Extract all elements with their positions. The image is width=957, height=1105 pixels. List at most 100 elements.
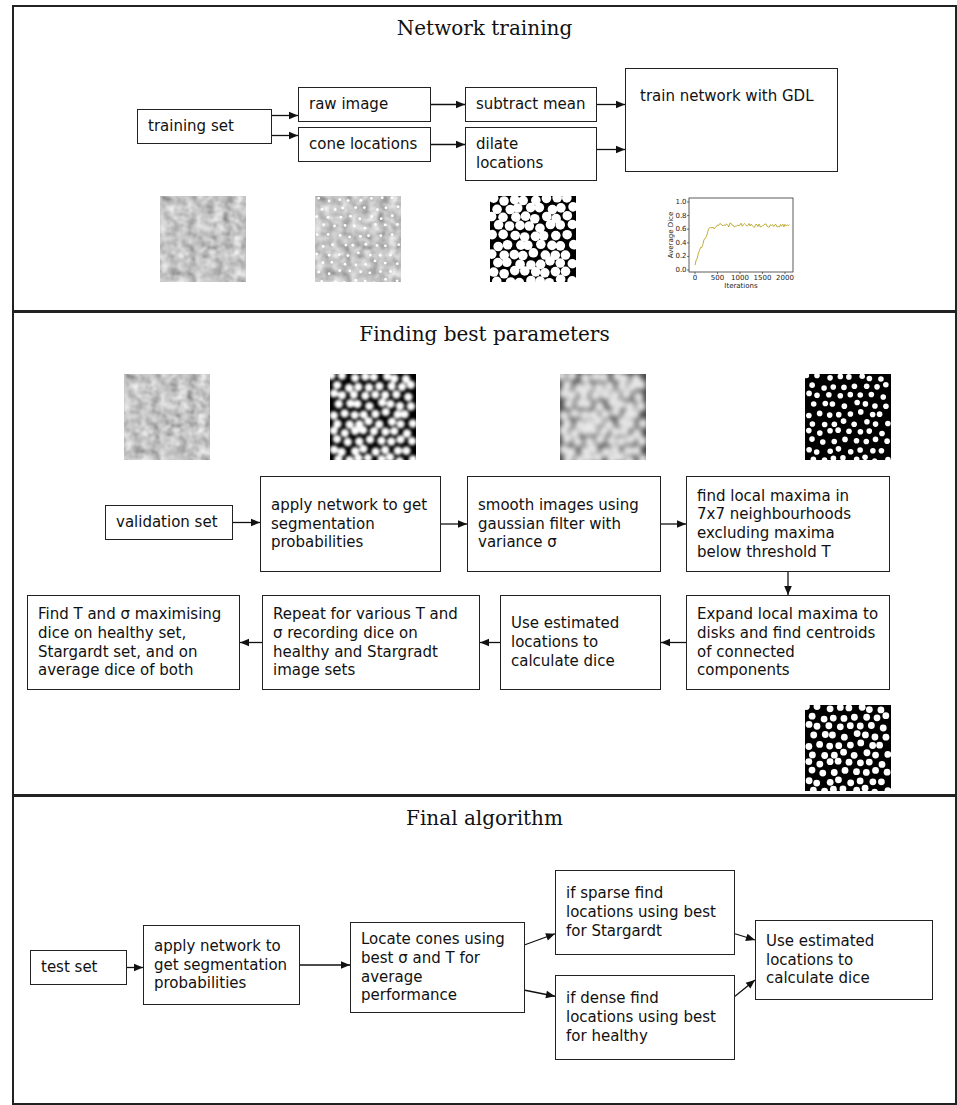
cone-dot [394,447,402,455]
cone-dot [364,227,367,230]
cone-dot [821,385,827,391]
micrograph-image [160,196,246,282]
cone-dot [594,401,604,411]
cone-dot [330,411,338,419]
cone-dot [884,751,891,758]
cone-dot [879,448,885,454]
cone-dot [835,742,842,749]
cone-dot [345,456,353,464]
cone-dot [857,392,863,398]
cone-dot [350,411,358,419]
cone-dot [385,206,388,209]
cone-dot [376,244,379,247]
arrowhead [545,933,555,940]
cone-dot [555,220,565,230]
box-text: if sparse find locations using best for … [566,884,724,940]
process-box: if sparse find locations using best for … [555,870,735,955]
tick-label: 0.6 [675,226,686,233]
cone-dot [562,193,572,203]
cone-dot [638,418,648,428]
tick-label: 1000 [731,275,749,282]
cone-dot [361,372,369,380]
noise-texture [124,374,210,460]
cone-dot [568,202,578,212]
section-panel: Final algorithmtest setapply network to … [12,795,957,1105]
arrowhead [456,141,465,149]
flow-arrow [784,572,792,595]
cone-dot [333,225,336,228]
cone-dot [842,403,848,409]
cone-dot [487,212,497,222]
image-ground [124,374,210,460]
cone-dot [821,752,828,759]
flow-arrow [431,141,465,149]
cone-dot [859,704,866,711]
cone-dot [397,205,400,208]
cone-dot [521,211,531,221]
cone-dot [810,421,816,427]
process-box: raw image [298,87,431,122]
cone-dot [515,221,525,231]
arrowhead [616,101,625,109]
tick-label: 0.4 [675,239,686,246]
process-box: cone locations [298,127,431,162]
cone-dot [369,254,372,257]
box-text: Locate cones using best σ and T for aver… [361,930,514,1005]
process-box: Expand local maxima to disks and find ce… [686,595,890,690]
flow-arrow [525,933,555,944]
cone-dot [379,270,382,273]
cone-dot [381,196,384,199]
cone-dot [636,401,646,411]
cone-dot [346,399,354,407]
noise-texture [160,196,246,282]
cone-dot [561,250,571,260]
cone-dot [556,203,566,213]
cone-dot [857,447,863,453]
cone-dot [330,389,338,397]
cone-dot [396,223,399,226]
flow-arrow [661,520,686,528]
cone-dot [806,777,813,784]
cone-dot [840,785,847,792]
cone-dot [874,714,881,721]
cone-dot [384,224,387,227]
box-text: test set [41,958,116,977]
cone-dot [338,371,346,379]
box-text: training set [148,117,261,136]
arrowhead [616,146,625,154]
cone-dot [835,427,841,433]
cone-dot [837,723,844,730]
tick-label: 1.0 [675,199,686,206]
cone-dot [814,373,820,379]
cone-dot [493,242,503,252]
arrowhead [240,639,249,647]
cone-dot [878,707,885,714]
cone-dot [831,752,838,759]
cone-dot [348,270,351,273]
cone-dot [328,272,331,275]
cone-dot [520,266,530,276]
cone-dot [857,723,864,730]
cone-dot [847,742,854,749]
cone-dot [502,257,512,267]
cone-dot [863,401,869,407]
cone-dot [373,281,376,284]
process-box: Use estimated locations to calculate dic… [755,920,933,1000]
cone-dot [869,392,875,398]
cone-dot [390,374,398,382]
cone-dot [582,399,592,409]
cone-dot [354,454,362,462]
box-text: dilate locations [476,135,586,173]
cone-dot [825,722,832,729]
cone-dots [315,196,400,284]
cone-dot [857,759,864,766]
tick-label: 1500 [754,275,772,282]
cone-dot [338,391,346,399]
cone-dot [809,382,815,388]
cone-dot [398,383,406,391]
cone-dot [492,277,502,287]
cone-dot [328,200,331,203]
cone-dot [883,382,889,388]
cone-dot [321,261,324,264]
box-text: train network with GDL [640,87,827,106]
